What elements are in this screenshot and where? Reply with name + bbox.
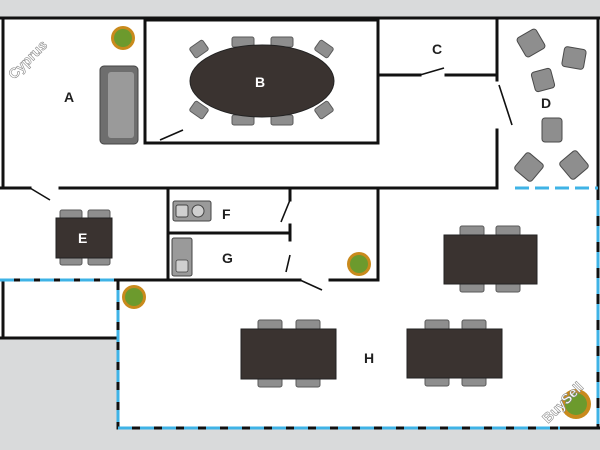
conference-table [189, 36, 335, 126]
room-label-c: C [432, 41, 442, 57]
office-tables [240, 225, 538, 388]
plant-icon [122, 285, 146, 309]
toilet-fixtures [172, 200, 212, 222]
desk-cluster-right-top [443, 225, 538, 293]
desk-cluster-right-bottom [406, 319, 503, 387]
room-label-d: D [541, 95, 551, 111]
chair [314, 39, 334, 59]
chair [314, 100, 334, 120]
chair [189, 100, 209, 120]
room-label-g: G [222, 250, 233, 266]
chair [189, 39, 209, 59]
plant-icon [561, 389, 591, 419]
door-room-b [159, 129, 184, 141]
room-label-b: B [255, 74, 265, 90]
desk-cluster-left [240, 319, 337, 388]
sofa [99, 65, 139, 145]
room-label-f: F [222, 206, 231, 222]
chair [530, 67, 556, 93]
door-room-g [285, 254, 291, 273]
door-room-d [498, 84, 513, 126]
room-label-e: E [78, 230, 87, 246]
chair [559, 150, 589, 180]
plants [111, 26, 591, 419]
door-room-f [280, 199, 291, 223]
basin [191, 204, 205, 218]
chair [561, 46, 587, 70]
door-room-h [299, 279, 323, 291]
lounge-chairs [514, 28, 589, 182]
windows [0, 186, 600, 430]
chair [541, 117, 563, 143]
room-label-h: H [364, 350, 374, 366]
plant-icon [111, 26, 135, 50]
chair [516, 28, 546, 58]
shower [171, 237, 193, 277]
chair [514, 152, 544, 182]
door-room-c [419, 67, 445, 76]
small-table [55, 209, 113, 266]
doors [29, 67, 513, 291]
door-room-e [29, 187, 51, 201]
plant-icon [347, 252, 371, 276]
room-label-a: A [64, 89, 74, 105]
